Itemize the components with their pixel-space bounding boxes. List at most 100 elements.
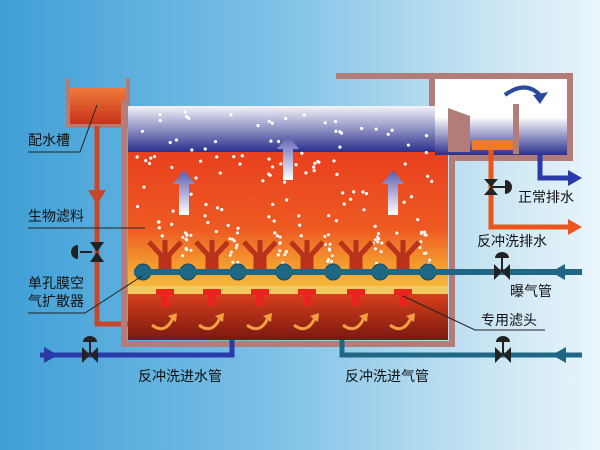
label-diffuser-line2: 气扩散器 — [28, 294, 84, 310]
label-normal-drain: 正常排水 — [518, 190, 574, 206]
bubble — [380, 241, 384, 245]
bubble — [326, 233, 330, 237]
up-arrow-icon — [277, 135, 299, 180]
backwash-drain-valve-icon[interactable] — [484, 179, 512, 195]
left-arrow-icon — [552, 347, 566, 363]
bubble — [267, 119, 271, 124]
bubble — [279, 162, 283, 166]
bubble — [333, 119, 338, 124]
bubble — [424, 151, 428, 155]
backwash-water-valve-icon[interactable] — [82, 336, 98, 363]
bubble — [171, 209, 175, 213]
bubble — [299, 234, 303, 238]
aeration-valve-icon[interactable] — [494, 252, 510, 280]
bubble — [228, 253, 232, 257]
bubble — [135, 155, 139, 159]
bubble — [235, 243, 239, 247]
bubble — [158, 113, 162, 117]
bubble — [342, 202, 346, 206]
bubble — [183, 110, 187, 114]
bubble — [152, 154, 157, 159]
bubble — [135, 204, 140, 209]
bubble — [261, 179, 265, 183]
air-plume-icon — [289, 240, 325, 270]
bubble — [215, 206, 220, 210]
bubble — [282, 180, 287, 184]
bubble — [323, 235, 327, 239]
bubble — [232, 155, 236, 159]
down-arrow-icon — [88, 190, 106, 205]
bubble — [184, 115, 189, 119]
bubble — [142, 185, 146, 189]
bubble — [420, 230, 424, 234]
curved-arrow-icon — [310, 313, 319, 322]
bubble — [332, 159, 336, 163]
bubble — [430, 179, 434, 183]
bubble — [218, 171, 222, 175]
filter-head-icon — [347, 289, 365, 306]
right-arrow-icon — [568, 219, 582, 235]
bubble — [409, 195, 414, 199]
label-aeration-pipe: 曝气管 — [510, 284, 552, 300]
bubble — [422, 251, 426, 255]
bubble — [174, 138, 179, 142]
bubble — [285, 249, 289, 253]
bubble — [214, 229, 218, 234]
bubble — [428, 258, 432, 262]
bubble — [377, 237, 381, 241]
bubble — [236, 260, 240, 264]
bubble — [181, 254, 185, 258]
bubble — [144, 159, 148, 163]
backwash-drain-pipe — [488, 150, 572, 230]
bubble — [256, 124, 260, 128]
bubble — [185, 248, 189, 252]
bubble — [330, 260, 334, 264]
bubble — [206, 220, 210, 225]
bubble — [327, 247, 331, 251]
label-diffuser-line1: 单孔膜空 — [28, 276, 84, 292]
bubble — [360, 126, 364, 131]
bubble — [390, 128, 394, 132]
bubble — [203, 147, 207, 151]
bubble — [189, 192, 193, 196]
bubble — [395, 231, 399, 235]
bubble — [189, 233, 193, 237]
bubble — [189, 248, 193, 252]
bubble — [312, 169, 316, 173]
bubble — [376, 240, 380, 244]
bubble — [267, 215, 271, 219]
filter-head-icon — [394, 289, 412, 306]
bubble — [402, 200, 406, 204]
bubble — [213, 139, 218, 144]
label-backwash-air-inlet: 反冲洗进气管 — [345, 369, 429, 385]
bubble — [294, 163, 298, 167]
bubble — [156, 220, 161, 224]
bubble — [373, 247, 377, 251]
bubble — [312, 165, 316, 169]
bubble — [149, 156, 153, 160]
bubble — [203, 214, 207, 218]
bubble — [160, 234, 164, 238]
bubble — [147, 161, 152, 166]
bubble — [349, 197, 353, 201]
bubble — [168, 140, 172, 145]
bubble — [364, 192, 369, 196]
curved-arrow-icon — [406, 313, 415, 322]
feed-valve-icon[interactable] — [71, 242, 104, 262]
filter-head-icon — [298, 289, 316, 306]
label-filter-head: 专用滤头 — [481, 313, 537, 329]
bubble — [204, 202, 208, 207]
bubble — [339, 131, 344, 135]
bubble — [240, 154, 244, 158]
backwash-air-valve-icon[interactable] — [495, 336, 511, 363]
air-bubbles — [135, 110, 434, 266]
bubble — [228, 237, 232, 241]
bubble — [379, 250, 383, 254]
bubble — [284, 116, 288, 121]
bubble — [313, 161, 317, 165]
bubble — [316, 159, 320, 164]
bubble — [373, 224, 377, 228]
curved-arrow-icon — [151, 317, 175, 331]
bubble — [278, 241, 282, 245]
bubble — [297, 214, 301, 218]
